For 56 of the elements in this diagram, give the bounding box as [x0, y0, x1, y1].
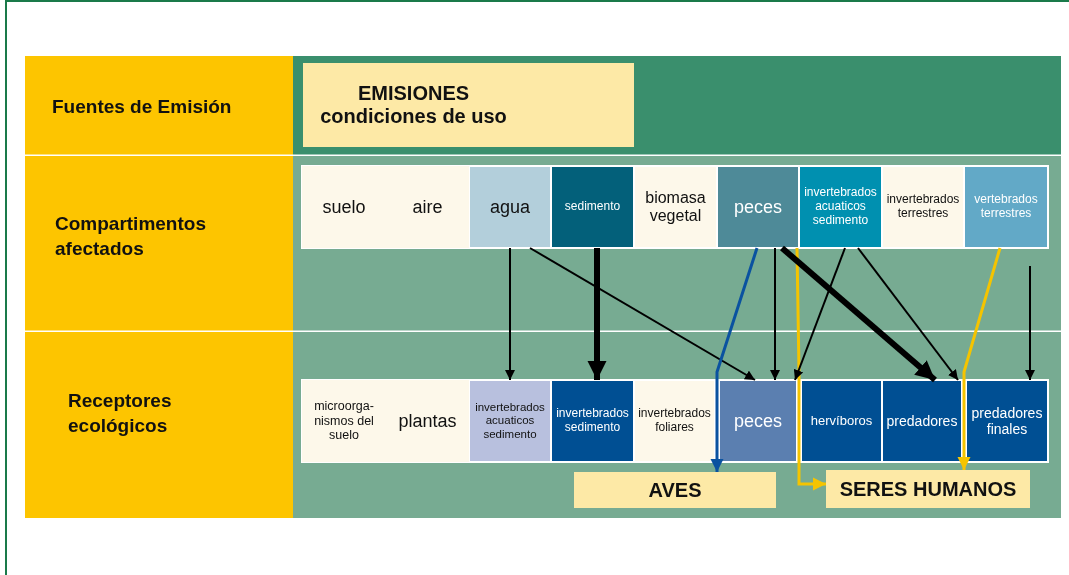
category-cell — [634, 166, 717, 248]
category-cell — [882, 380, 962, 462]
cell-text: predadores finales — [970, 404, 1044, 438]
cell-text: microorga-nismos del suelo — [313, 399, 375, 443]
arrow — [793, 247, 846, 381]
cell-text: SERES HUMANOS — [838, 477, 1018, 501]
arrow — [505, 247, 515, 381]
category-cell — [719, 380, 797, 462]
cell-text: invertebrados acuaticos sedimento — [803, 186, 878, 228]
category-cell — [717, 166, 799, 248]
cell-text: aire — [411, 196, 444, 218]
category-cell — [469, 380, 551, 462]
arrow — [795, 247, 826, 491]
category-cell — [551, 166, 634, 248]
cell-text: AVES — [647, 478, 703, 502]
cell-text: predadores — [885, 412, 959, 430]
row-heading: Compartimentos afectados — [55, 212, 207, 261]
category-cell — [386, 166, 469, 248]
cell-text: agua — [488, 196, 531, 218]
cell-text: vertebrados terrestres — [973, 193, 1039, 221]
cell-text: EMISIONES condiciones de uso — [319, 82, 508, 128]
label-box — [826, 470, 1030, 508]
cell-text: hervíboros — [809, 413, 874, 429]
cell-text: plantas — [397, 410, 458, 432]
label-box — [574, 472, 776, 508]
category-cell — [302, 166, 386, 248]
cell-text: invertebrados terrestres — [885, 193, 961, 221]
arrow — [857, 247, 959, 381]
arrow — [587, 248, 607, 380]
cell-text: suelo — [321, 196, 367, 218]
row-heading: Fuentes de Emisión — [52, 95, 233, 119]
arrow — [770, 247, 780, 381]
arrow — [710, 247, 759, 472]
category-cell — [386, 380, 469, 462]
category-cell — [469, 166, 551, 248]
cell-text: peces — [732, 196, 783, 218]
cell-text: biomasa vegetal — [644, 188, 707, 226]
cell-text: invertebrados foliares — [637, 407, 712, 435]
arrow — [529, 247, 756, 381]
category-cell — [964, 166, 1048, 248]
category-cell — [302, 380, 386, 462]
category-cell — [801, 380, 882, 462]
category-cell — [551, 380, 634, 462]
cell-text: sedimento — [563, 200, 622, 214]
category-cell — [634, 380, 715, 462]
arrow — [1025, 265, 1035, 381]
cell-text: peces — [732, 410, 783, 432]
cell-text: invertebrados sedimento — [555, 407, 630, 435]
cell-text: invertebrados acuaticos sedimento — [474, 401, 546, 441]
arrow — [957, 247, 1002, 470]
category-cell — [966, 380, 1048, 462]
category-cell — [882, 166, 964, 248]
row-heading: Receptores ecológicos — [68, 389, 173, 438]
label-box — [303, 63, 634, 147]
category-cell — [799, 166, 882, 248]
arrow — [780, 245, 937, 383]
